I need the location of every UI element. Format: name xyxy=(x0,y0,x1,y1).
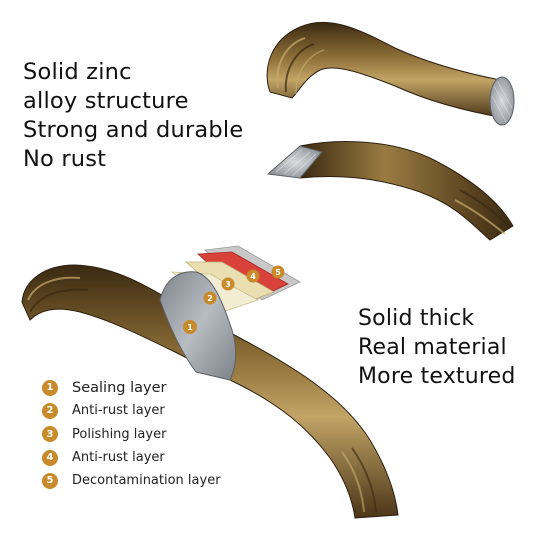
legend-item: 3 Polishing layer xyxy=(42,423,221,446)
number-badge-icon: 2 xyxy=(42,402,58,419)
headline-line: Real material xyxy=(358,335,507,360)
coating-layers: 1 2 3 4 5 xyxy=(159,245,301,381)
legend-label: Polishing layer xyxy=(72,426,167,442)
headline-line: Solid thick xyxy=(358,306,475,331)
svg-text:4: 4 xyxy=(250,272,256,281)
svg-text:1: 1 xyxy=(187,323,193,332)
svg-text:3: 3 xyxy=(225,280,231,289)
legend-label: Sealing layer xyxy=(72,379,167,396)
legend-label: Anti-rust layer xyxy=(72,403,165,419)
number-badge-icon: 5 xyxy=(42,472,58,489)
left-headline: Solid zinc alloy structure Strong and du… xyxy=(23,58,243,174)
headline-line: Strong and durable xyxy=(23,117,244,143)
number-badge-icon: 3 xyxy=(42,426,58,443)
legend-item: 5 Decontamination layer xyxy=(42,469,221,492)
right-headline: Solid thick Real material More textured xyxy=(358,304,516,391)
legend-item: 2 Anti-rust layer xyxy=(42,399,221,422)
layer-badge-3: 3 xyxy=(221,277,235,291)
number-badge-icon: 4 xyxy=(42,449,58,466)
svg-text:2: 2 xyxy=(207,294,213,303)
headline-line: Solid zinc xyxy=(23,59,132,85)
headline-line: alloy structure xyxy=(23,88,189,114)
svg-text:5: 5 xyxy=(275,268,281,277)
number-badge-icon: 1 xyxy=(42,379,58,396)
layer-badge-2: 2 xyxy=(203,291,217,305)
layer-badge-5: 5 xyxy=(271,265,285,279)
legend-label: Decontamination layer xyxy=(72,473,221,489)
legend-label: Anti-rust layer xyxy=(72,450,165,466)
legend-item: 4 Anti-rust layer xyxy=(42,446,221,469)
bottom-handle xyxy=(21,264,399,519)
layer-badge-4: 4 xyxy=(246,269,260,283)
legend-item: 1 Sealing layer xyxy=(42,376,221,399)
headline-line: No rust xyxy=(23,146,107,172)
top-handle-piece xyxy=(266,21,515,126)
layer-badge-1: 1 xyxy=(183,320,197,334)
headline-line: More textured xyxy=(358,364,516,389)
middle-handle-piece xyxy=(266,141,514,241)
layer-legend: 1 Sealing layer 2 Anti-rust layer 3 Poli… xyxy=(42,376,221,492)
